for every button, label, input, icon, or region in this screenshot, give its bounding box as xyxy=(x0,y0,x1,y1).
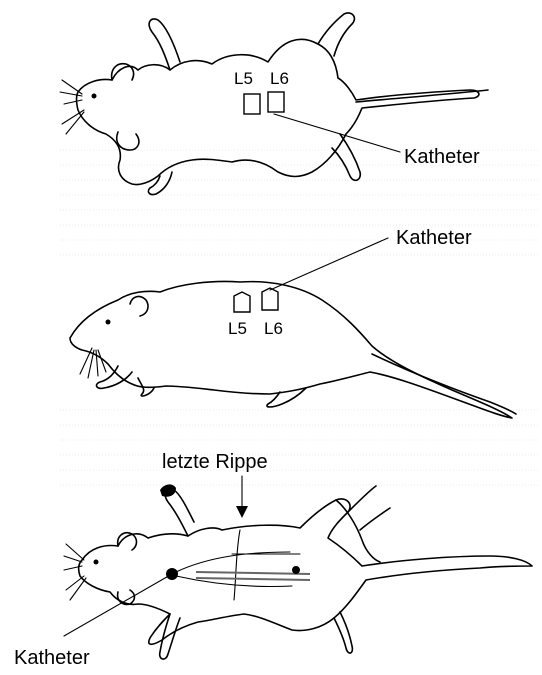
rat-bottom-whiskers xyxy=(64,544,86,600)
rat-bottom-eye xyxy=(94,560,99,565)
last-rib-label: letzte Rippe xyxy=(162,451,268,473)
rat-bottom-front-paw-upper xyxy=(160,484,176,496)
rat-top-ear-lower xyxy=(117,132,139,150)
rat-middle-ear xyxy=(130,297,148,316)
vertebra-l6-marker-top xyxy=(268,92,284,112)
catheter-tube-lower xyxy=(196,578,310,580)
catheter-leader-line-bottom xyxy=(64,574,172,636)
rib-arrow-head xyxy=(236,506,248,518)
rat-top-back-leg-upper xyxy=(318,13,354,56)
catheter-label-bottom: Katheter xyxy=(14,647,90,669)
rat-bottom-back-leg-upper xyxy=(336,500,380,562)
rat-top-front-leg-lower xyxy=(148,172,172,195)
rat-top-back-leg-lower xyxy=(332,134,360,180)
rat-top-tail xyxy=(356,90,488,102)
catheter-leader-line-middle xyxy=(270,238,388,290)
vertebra-l6-marker-middle xyxy=(262,288,278,310)
catheter-label-top: Katheter xyxy=(404,146,480,168)
vertebra-l6-label-middle: L6 xyxy=(264,319,283,338)
rat-middle-eye xyxy=(106,320,111,325)
rat-top-eye xyxy=(92,94,97,99)
rat-bottom-body-outline xyxy=(79,499,532,644)
rat-middle-whiskers xyxy=(80,348,106,378)
vertebra-l5-label-top: L5 xyxy=(234,69,253,88)
catheter-label-middle: Katheter xyxy=(396,227,472,249)
rat-middle-lateral xyxy=(70,238,516,418)
rat-middle-tail xyxy=(372,354,516,414)
rat-bottom-ventral xyxy=(64,476,532,659)
rat-top-ear-upper xyxy=(112,64,134,80)
rat-middle-body-outline xyxy=(70,281,512,418)
background-texture xyxy=(60,150,540,485)
catheter-leader-line-top xyxy=(274,114,400,152)
rat-bottom-ribcage xyxy=(176,530,300,600)
vertebra-l5-marker-top xyxy=(244,94,260,114)
vertebra-l5-label-middle: L5 xyxy=(228,319,247,338)
rat-middle-front-leg xyxy=(97,366,132,388)
rat-bottom-back-leg-lower xyxy=(334,612,352,653)
vertebra-l5-marker-middle xyxy=(234,292,250,312)
vertebra-l6-label-top: L6 xyxy=(270,69,289,88)
catheter-tip-dot xyxy=(292,566,300,574)
rat-top-front-leg-upper xyxy=(149,19,180,70)
